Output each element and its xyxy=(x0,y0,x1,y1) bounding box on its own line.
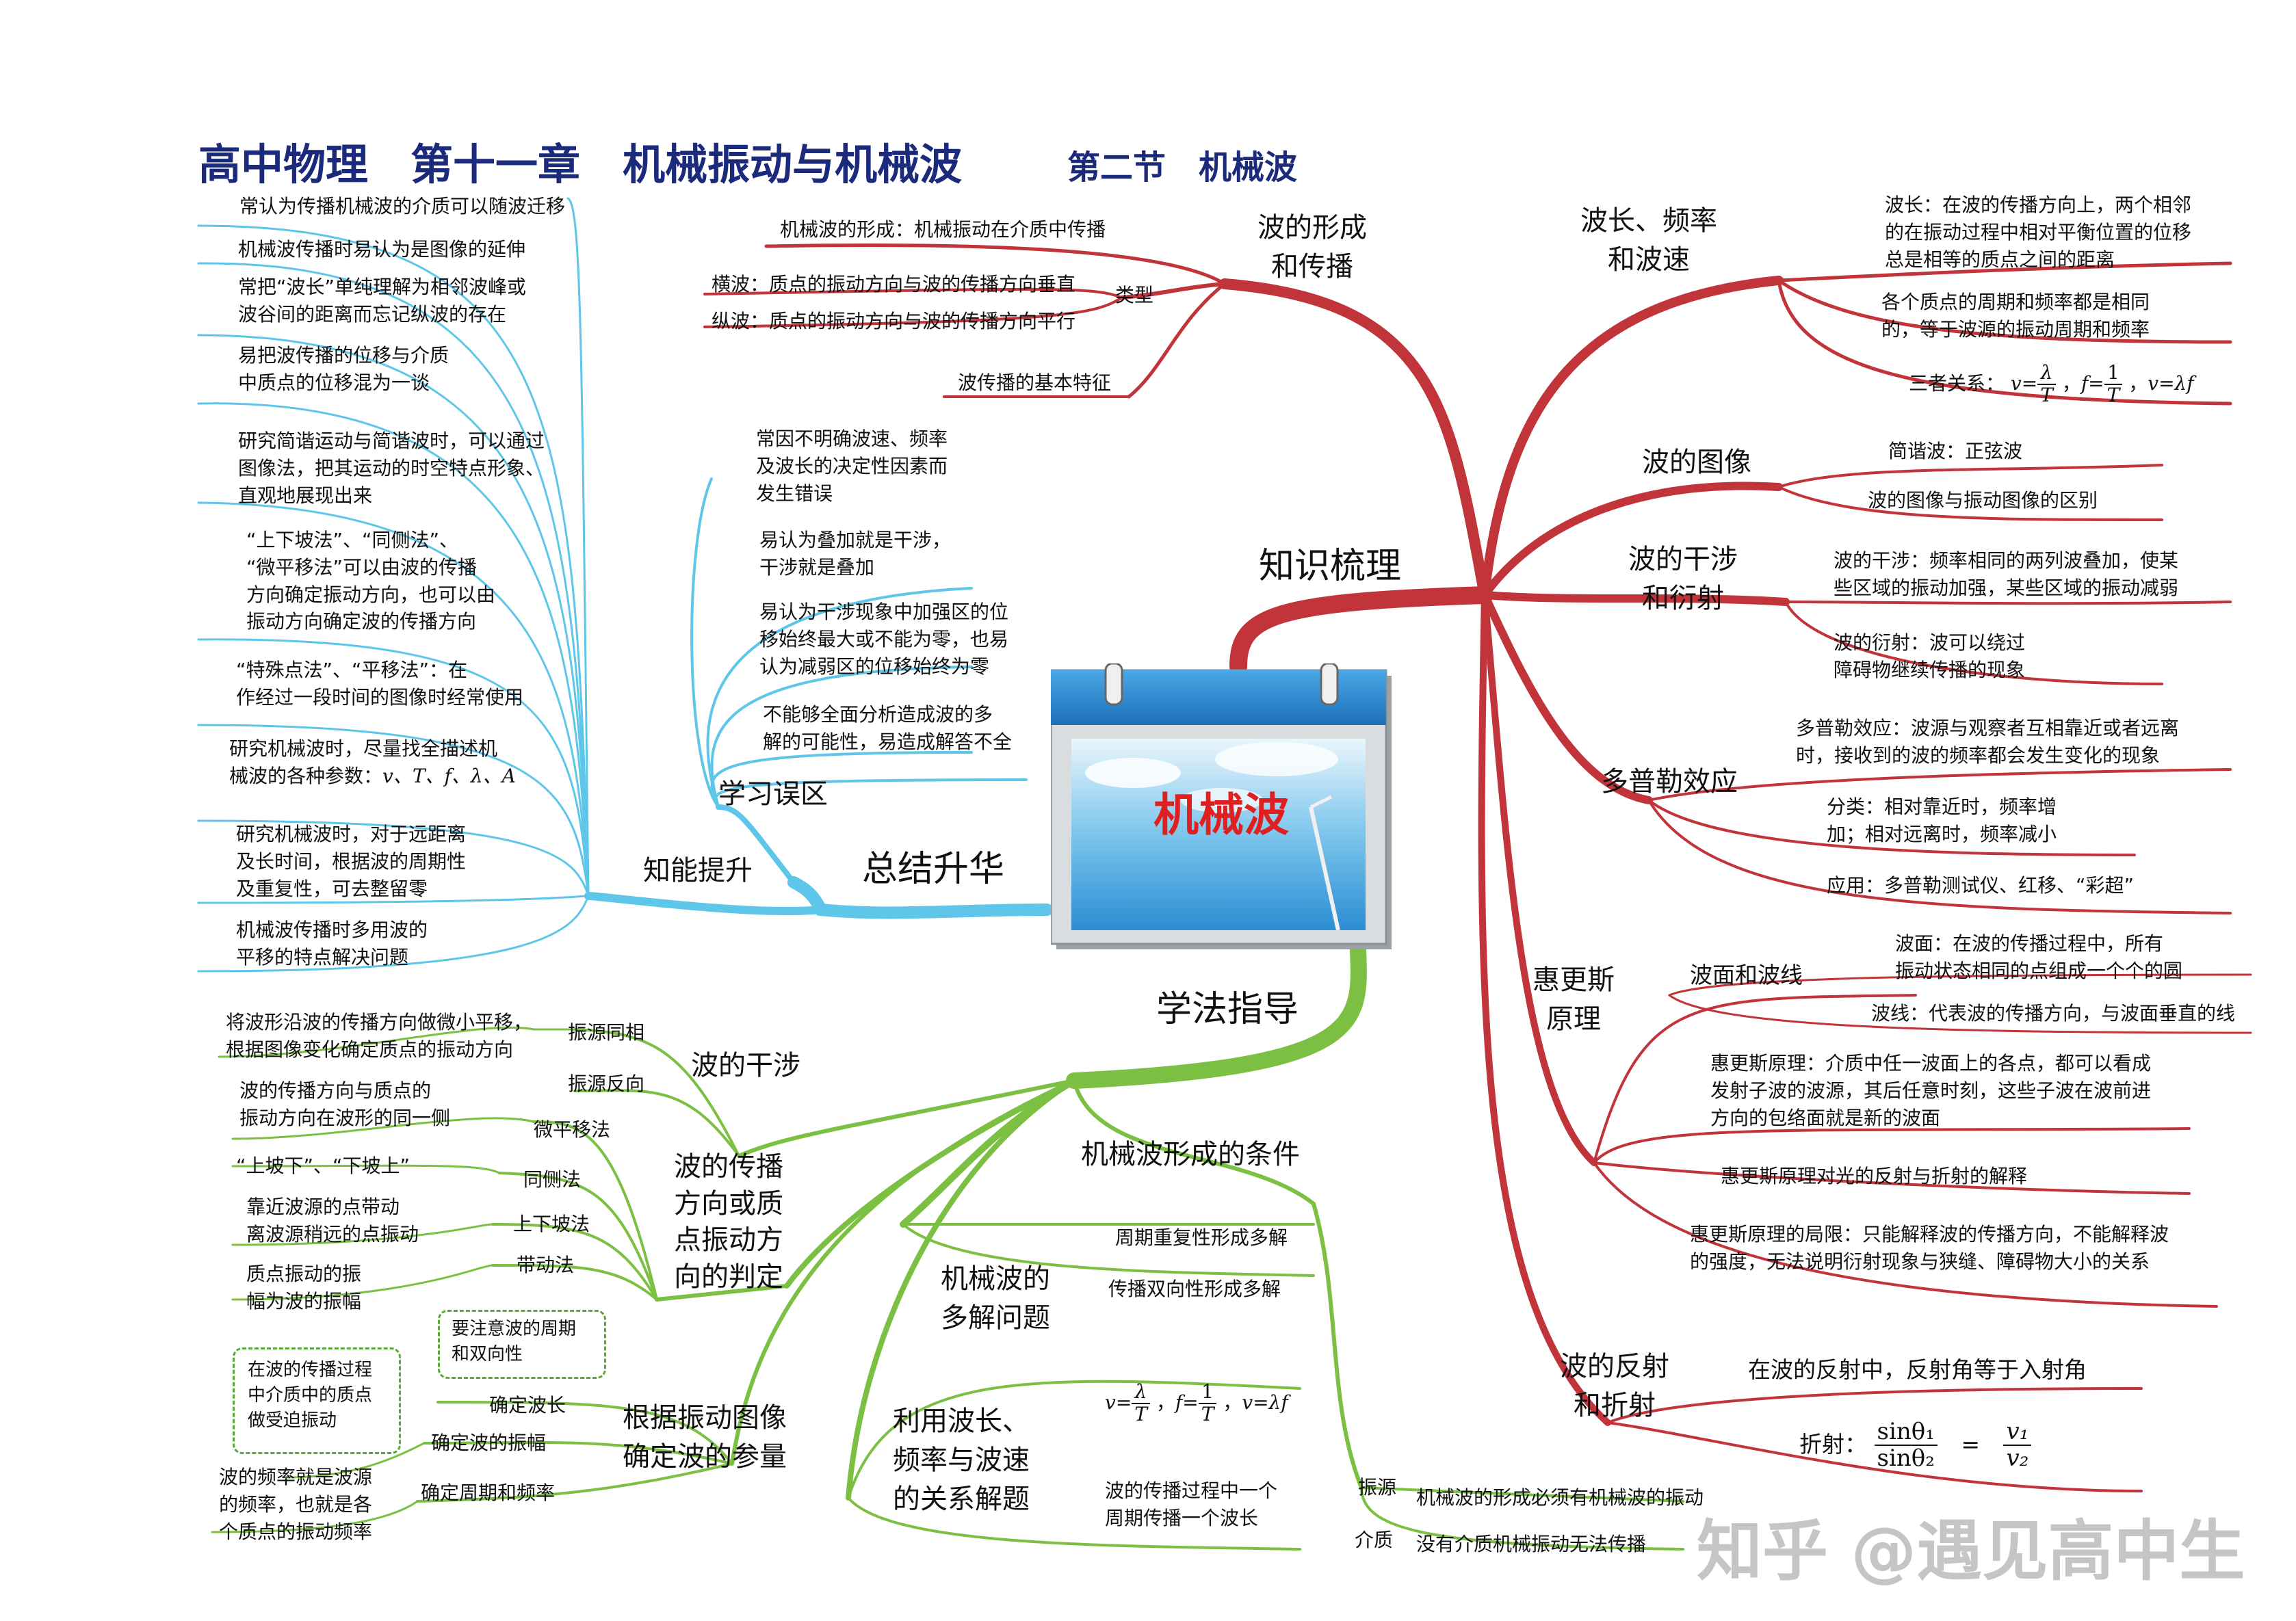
transverse-wave: 横波：质点的振动方向与波的传播方向垂直 xyxy=(712,273,1076,295)
reflection-label: 波的反射 和折射 xyxy=(1560,1351,1669,1421)
ability-item: “特殊点法”、“平移法”：在 作经过一段时间的图像时经常使用 xyxy=(236,659,524,709)
mistake-item: 常因不明确波速、频率 及波长的决定性因素而 发生错误 xyxy=(756,427,948,505)
bidirectional-multi: 传播双向性形成多解 xyxy=(1108,1278,1281,1300)
multi-label: 机械波的 多解问题 xyxy=(941,1263,1050,1334)
ability-item: “上下坡法”、“同侧法”、 “微平移法”可以由波的传播 方向确定振动方向，也可以… xyxy=(246,529,496,633)
same-side-method: 同侧法 xyxy=(523,1168,582,1191)
same-phase-source: 振源同相 xyxy=(568,1021,645,1044)
ability-item: 常把“波长”单纯理解为相邻波峰或 波谷间的距离而忘记纵波的存在 xyxy=(238,276,527,326)
wavelength-def: 波长：在波的传播方向上，两个相邻 的在振动过程中相对平衡位置的位移 总是相等的质… xyxy=(1885,194,2192,271)
ability-item: 机械波传播时易认为是图像的延伸 xyxy=(238,238,526,261)
mistakes-label: 学习误区 xyxy=(718,778,828,810)
doppler-app: 应用：多普勒测试仪、红移、“彩超” xyxy=(1827,874,2135,897)
note-forced: 在波的传播过程 中介质中的质点 做受迫振动 xyxy=(248,1360,373,1431)
relation-label: 利用波长、 频率与波速 的关系解题 xyxy=(893,1406,1030,1515)
note-forced-box xyxy=(233,1347,401,1454)
interference-def: 波的干涉：频率相同的两列波叠加，使某 些区域的振动加强，某些区域的振动减弱 xyxy=(1834,549,2179,599)
mistake-item: 易认为叠加就是干涉， 干涉就是叠加 xyxy=(759,529,952,579)
determine-frequency: 确定周期和频率 xyxy=(421,1481,556,1504)
source-tag: 振源 xyxy=(1358,1476,1397,1499)
ability-label: 知能提升 xyxy=(643,855,753,886)
basic-feature: 波传播的基本特征 xyxy=(958,371,1112,394)
center-calendar: 机械波 xyxy=(1049,662,1400,954)
determine-amplitude: 确定波的振幅 xyxy=(431,1432,547,1454)
diffraction-def: 波的衍射：波可以绕过 障碍物继续传播的现象 xyxy=(1834,631,2026,681)
drive-desc: 靠近波源的点带动 离波源稍远的点振动 xyxy=(246,1196,419,1246)
medium-cond: 没有介质机械振动无法传播 xyxy=(1416,1533,1647,1555)
mistake-item: 易认为干涉现象中加强区的位 移始终最大或不能为零，也易 认为减弱区的位移始终为零 xyxy=(759,601,1009,678)
huygens-explain: 惠更斯原理对光的反射与折射的解释 xyxy=(1721,1165,2028,1187)
shift-desc: 将波形沿波的传播方向做微小平移， 根据图像变化确定质点的振动方向 xyxy=(226,1011,533,1061)
medium-tag: 介质 xyxy=(1355,1529,1394,1551)
center-label: 机械波 xyxy=(1153,789,1289,841)
doppler-def: 多普勒效应：波源与观察者互相靠近或者远离 时，接收到的波的频率都会发生变化的现象 xyxy=(1796,717,2180,767)
ability-item: 机械波传播时多用波的 平移的特点解决问题 xyxy=(236,919,428,968)
formation-label: 波的形成 和传播 xyxy=(1257,212,1367,282)
opposite-phase-source: 振源反向 xyxy=(568,1072,645,1095)
interference-label: 波的干涉 和衍射 xyxy=(1628,544,1738,614)
formation-item: 机械波的形成：机械振动在介质中传播 xyxy=(780,218,1106,241)
huygens-label: 惠更斯 原理 xyxy=(1532,964,1615,1035)
calendar-icon xyxy=(1049,662,1392,949)
hub-method: 学法指导 xyxy=(1156,989,1299,1030)
wave-surface: 波面：在波的传播过程中，所有 振动状态相同的点组成一个个的圆 xyxy=(1895,932,2183,982)
wavelength-label: 波长、频率 和波速 xyxy=(1580,205,1717,276)
direction-label: 波的传播 方向或质 点振动方 向的判定 xyxy=(674,1151,783,1293)
note-period-box xyxy=(438,1310,606,1379)
type-label: 类型 xyxy=(1115,284,1154,306)
hub-knowledge: 知识梳理 xyxy=(1259,546,1402,587)
watermark: 知乎 @遇见高中生 xyxy=(1697,1513,2245,1590)
huygens-limit: 惠更斯原理的局限：只能解释波的传播方向，不能解释波 的强度，无法说明衍射现象与狭… xyxy=(1690,1223,2169,1273)
mistake-item: 不能够全面分析造成波的多 解的可能性，易造成解答不全 xyxy=(763,703,1013,753)
period-same: 各个质点的周期和频率都是相同 的，等于波源的振动周期和频率 xyxy=(1881,291,2150,341)
ability-item: 研究简谐运动与简谐波时，可以通过 图像法，把其运动的时空特点形象、 直观地展现出… xyxy=(238,430,545,507)
ability-item: 研究机械波时，对于远距离 及长时间，根据波的周期性 及重复性，可去整留零 xyxy=(236,823,467,900)
micro-shift-method: 微平移法 xyxy=(534,1118,611,1141)
reflection-law: 在波的反射中，反射角等于入射角 xyxy=(1748,1356,2087,1383)
huygens-principle: 惠更斯原理：介质中任一波面上的各点，都可以看成 发射子波的波源，其后任意时刻，这… xyxy=(1710,1052,2152,1129)
doppler-label: 多普勒效应 xyxy=(1601,766,1738,798)
doppler-class: 分类：相对靠近时，频率增 加；相对远离时，频率减小 xyxy=(1827,795,2057,845)
page-subtitle: 第二节 机械波 xyxy=(1067,148,1298,187)
determine-wavelength: 确定波长 xyxy=(489,1394,566,1416)
page-title: 高中物理 第十一章 机械振动与机械波 xyxy=(198,140,963,189)
drive-method: 带动法 xyxy=(517,1254,575,1276)
wave-ray: 波线：代表波的传播方向，与波面垂直的线 xyxy=(1871,1002,2236,1025)
image-diff: 波的图像与振动图像的区别 xyxy=(1868,489,2098,512)
ability-item: 研究机械波时，尽量找全描述机 械波的各种参数：v、T、f、λ、A xyxy=(229,737,516,787)
hub-summary: 总结升华 xyxy=(862,849,1005,890)
ability-item: 易把波传播的位移与介质 中质点的位移混为一谈 xyxy=(238,344,449,394)
longitudinal-wave: 纵波：质点的振动方向与波的传播方向平行 xyxy=(712,310,1076,332)
one-period: 波的传播过程中一个 周期传播一个波长 xyxy=(1105,1479,1278,1529)
amplitude-desc: 质点振动的振 幅为波的振幅 xyxy=(246,1263,362,1313)
periodic-multi: 周期重复性形成多解 xyxy=(1115,1226,1288,1249)
vibration-image-label: 根据振动图像 确定波的参量 xyxy=(623,1402,787,1473)
frequency-desc: 波的频率就是波源 的频率，也就是各 个质点的振动频率 xyxy=(219,1466,373,1543)
surface-label: 波面和波线 xyxy=(1690,962,1803,988)
same-side-desc: 波的传播方向与质点的 振动方向在波形的同一侧 xyxy=(239,1079,451,1129)
source-cond: 机械波的形成必须有机械波的振动 xyxy=(1416,1486,1704,1509)
image-label: 波的图像 xyxy=(1642,447,1751,478)
note-period: 要注意波的周期 和双向性 xyxy=(452,1319,577,1365)
method-interference-label: 波的干涉 xyxy=(691,1050,800,1081)
slope-desc: “上坡下”、“下坡上” xyxy=(236,1155,410,1177)
ability-item: 常认为传播机械波的介质可以随波迁移 xyxy=(239,195,566,218)
simple-harmonic: 简谐波：正弦波 xyxy=(1888,440,2023,462)
slope-method: 上下坡法 xyxy=(513,1213,590,1235)
conditions-label: 机械波形成的条件 xyxy=(1081,1139,1300,1170)
